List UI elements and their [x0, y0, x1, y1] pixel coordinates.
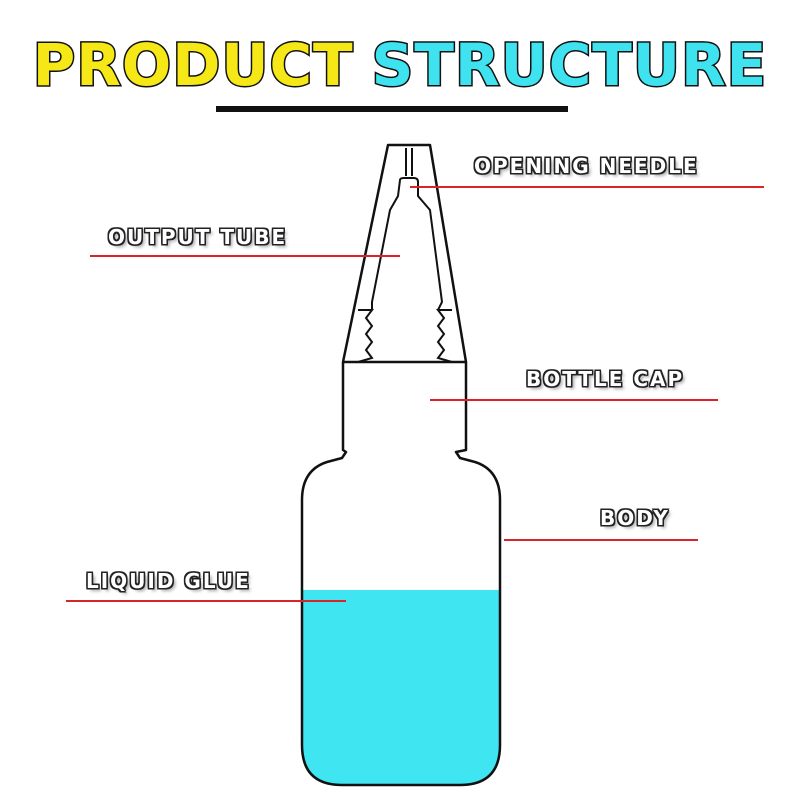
title-word-product: PRODUCT	[31, 30, 354, 101]
title-underline	[216, 106, 568, 112]
label-opening-needle: OPENING NEEDLE	[474, 154, 699, 178]
bottle-outline	[300, 143, 502, 787]
opening-needle	[405, 148, 413, 176]
thread-right	[436, 309, 453, 363]
label-body: BODY	[600, 506, 670, 530]
label-output-tube: OUTPUT TUBE	[108, 225, 288, 249]
label-bottle-cap: BOTTLE CAP	[526, 367, 685, 391]
thread-left	[357, 309, 374, 363]
title-word-structure: STRUCTURE	[370, 30, 768, 101]
label-liquid-glue: LIQUID GLUE	[86, 569, 251, 593]
liquid-glue-fill	[302, 590, 500, 785]
output-tube-channel	[371, 177, 444, 311]
